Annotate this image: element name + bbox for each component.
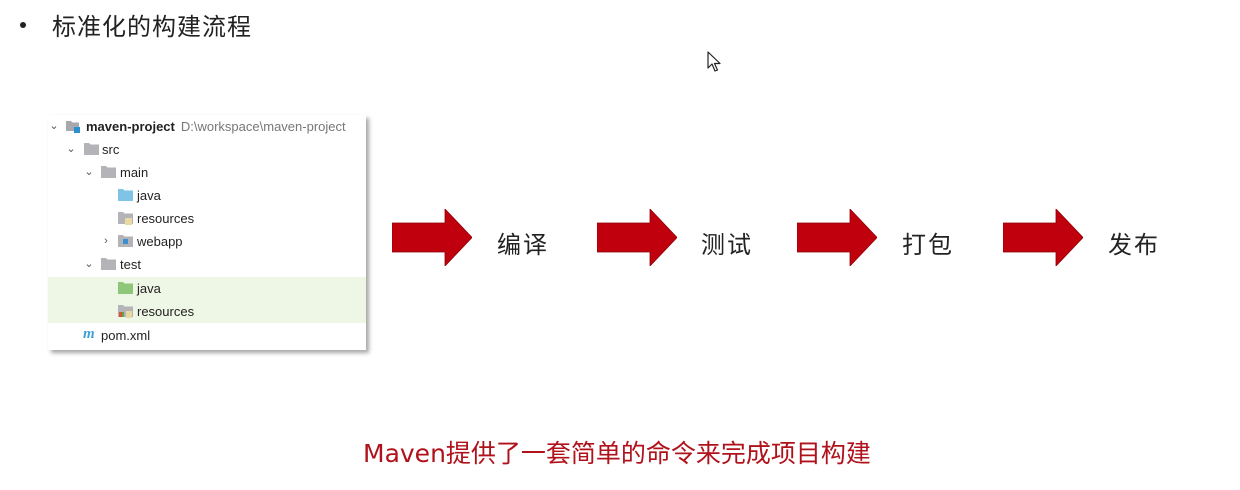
test-resources-folder-icon [118, 305, 133, 318]
caption-text: Maven提供了一套简单的命令来完成项目构建 [363, 439, 871, 468]
slide-heading: 标准化的构建流程 [20, 6, 252, 42]
tree-label: java [137, 188, 161, 203]
tree-label: resources [137, 211, 195, 226]
tree-row-test[interactable]: ⌄ test [48, 253, 366, 276]
resources-folder-icon [118, 212, 133, 225]
project-name: maven-project [86, 119, 175, 134]
tree-label: java [137, 281, 161, 296]
project-tree-panel: ⌄ maven-project D:\workspace\maven-projec… [48, 115, 366, 350]
step-deploy: 发布 [1108, 231, 1160, 259]
module-folder-icon [66, 120, 81, 133]
chevron-right-icon[interactable]: › [104, 235, 108, 247]
mouse-cursor-icon [707, 51, 721, 72]
tree-row-test-resources[interactable]: resources [48, 300, 366, 323]
tree-row-main-java[interactable]: java [48, 184, 366, 207]
source-folder-icon [118, 189, 133, 201]
tree-row-test-java[interactable]: java [48, 277, 366, 300]
chevron-down-icon[interactable]: ⌄ [84, 166, 94, 178]
tree-label: main [120, 165, 149, 180]
folder-icon [101, 258, 116, 270]
bullet-icon [20, 22, 26, 28]
step-package: 打包 [902, 231, 954, 259]
tree-label: resources [137, 304, 195, 319]
folder-icon [101, 166, 116, 178]
right-arrow-icon [392, 209, 472, 266]
chevron-down-icon[interactable]: ⌄ [66, 143, 76, 155]
folder-icon [84, 143, 99, 155]
web-folder-icon [118, 235, 133, 247]
tree-row-main-resources[interactable]: resources [48, 207, 366, 230]
step-test: 测试 [701, 231, 753, 259]
heading-text: 标准化的构建流程 [52, 12, 252, 41]
tree-row-src[interactable]: ⌄ src [48, 138, 366, 161]
tree-row-pom[interactable]: m pom.xml [48, 324, 366, 347]
tree-label: webapp [137, 234, 183, 249]
step-compile: 编译 [497, 231, 549, 259]
right-arrow-icon [797, 209, 877, 266]
tree-label: test [120, 257, 141, 272]
tree-label: pom.xml [101, 328, 151, 343]
tree-row-root[interactable]: ⌄ maven-project D:\workspace\maven-projec… [48, 115, 366, 138]
project-path: D:\workspace\maven-project [180, 119, 346, 134]
test-source-folder-icon [118, 282, 133, 294]
chevron-down-icon[interactable]: ⌄ [84, 258, 94, 270]
right-arrow-icon [1003, 209, 1083, 266]
chevron-down-icon[interactable]: ⌄ [49, 120, 59, 132]
tree-label: src [102, 142, 120, 157]
tree-row-webapp[interactable]: › webapp [48, 230, 366, 253]
right-arrow-icon [597, 209, 677, 266]
tree-row-main[interactable]: ⌄ main [48, 161, 366, 184]
maven-pom-icon: m [83, 326, 95, 342]
